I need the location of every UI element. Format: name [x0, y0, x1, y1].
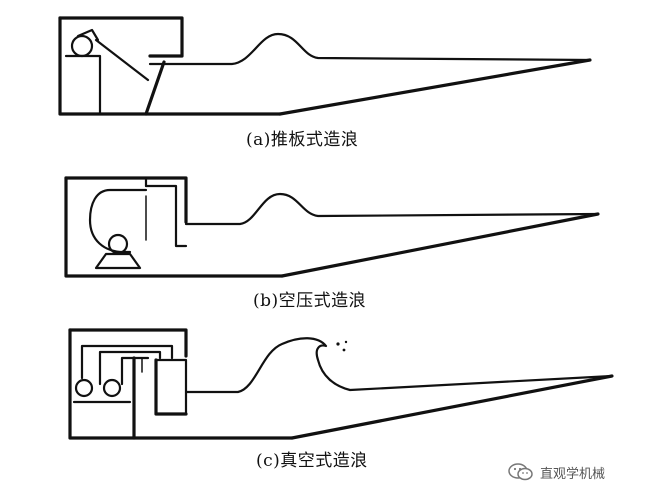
panel-c-vacuum-chamber	[156, 360, 186, 414]
caption-c: (c)真空式造浪	[256, 446, 368, 471]
panel-a-water-surface	[150, 34, 590, 64]
watermark-text: 直观学机械	[540, 463, 605, 482]
panel-b-air-chamber	[146, 186, 186, 246]
panel-a-push-plate	[60, 18, 590, 114]
panel-b-housing	[66, 178, 186, 222]
panel-a-pedestal	[66, 56, 100, 114]
panel-a-motor	[72, 36, 92, 56]
caption-a: (a)推板式造浪	[246, 125, 358, 150]
watermark: 直观学机械	[508, 462, 605, 482]
panel-b-blower-fan	[109, 235, 127, 253]
panel-c-water-surface	[186, 338, 612, 392]
panel-a-push-plate-board	[146, 62, 164, 114]
panel-c-pipe-2	[100, 352, 160, 384]
wechat-icon	[508, 462, 534, 482]
panel-c-spray-2	[343, 349, 346, 352]
panel-b-pneumatic	[66, 178, 598, 276]
panel-a-flume-floor	[280, 60, 590, 114]
panel-c-pump-1	[76, 380, 92, 396]
panel-c-spray-3	[345, 341, 347, 343]
panel-b-housing-left	[66, 178, 282, 276]
caption-b: (b)空压式造浪	[253, 286, 366, 311]
panel-c-spray-1	[336, 342, 339, 345]
panel-b-water-surface	[186, 194, 598, 224]
panel-b-motor-base	[96, 254, 140, 268]
panel-c-chamber-wall	[156, 360, 186, 414]
panel-c-pipe-1	[82, 346, 172, 378]
panel-b-blower	[90, 190, 146, 252]
panel-c-vacuum	[70, 330, 612, 438]
panel-b-flume-floor	[282, 214, 598, 276]
panel-a-crank-arm	[96, 40, 148, 80]
panel-c-pump-2	[104, 380, 120, 396]
